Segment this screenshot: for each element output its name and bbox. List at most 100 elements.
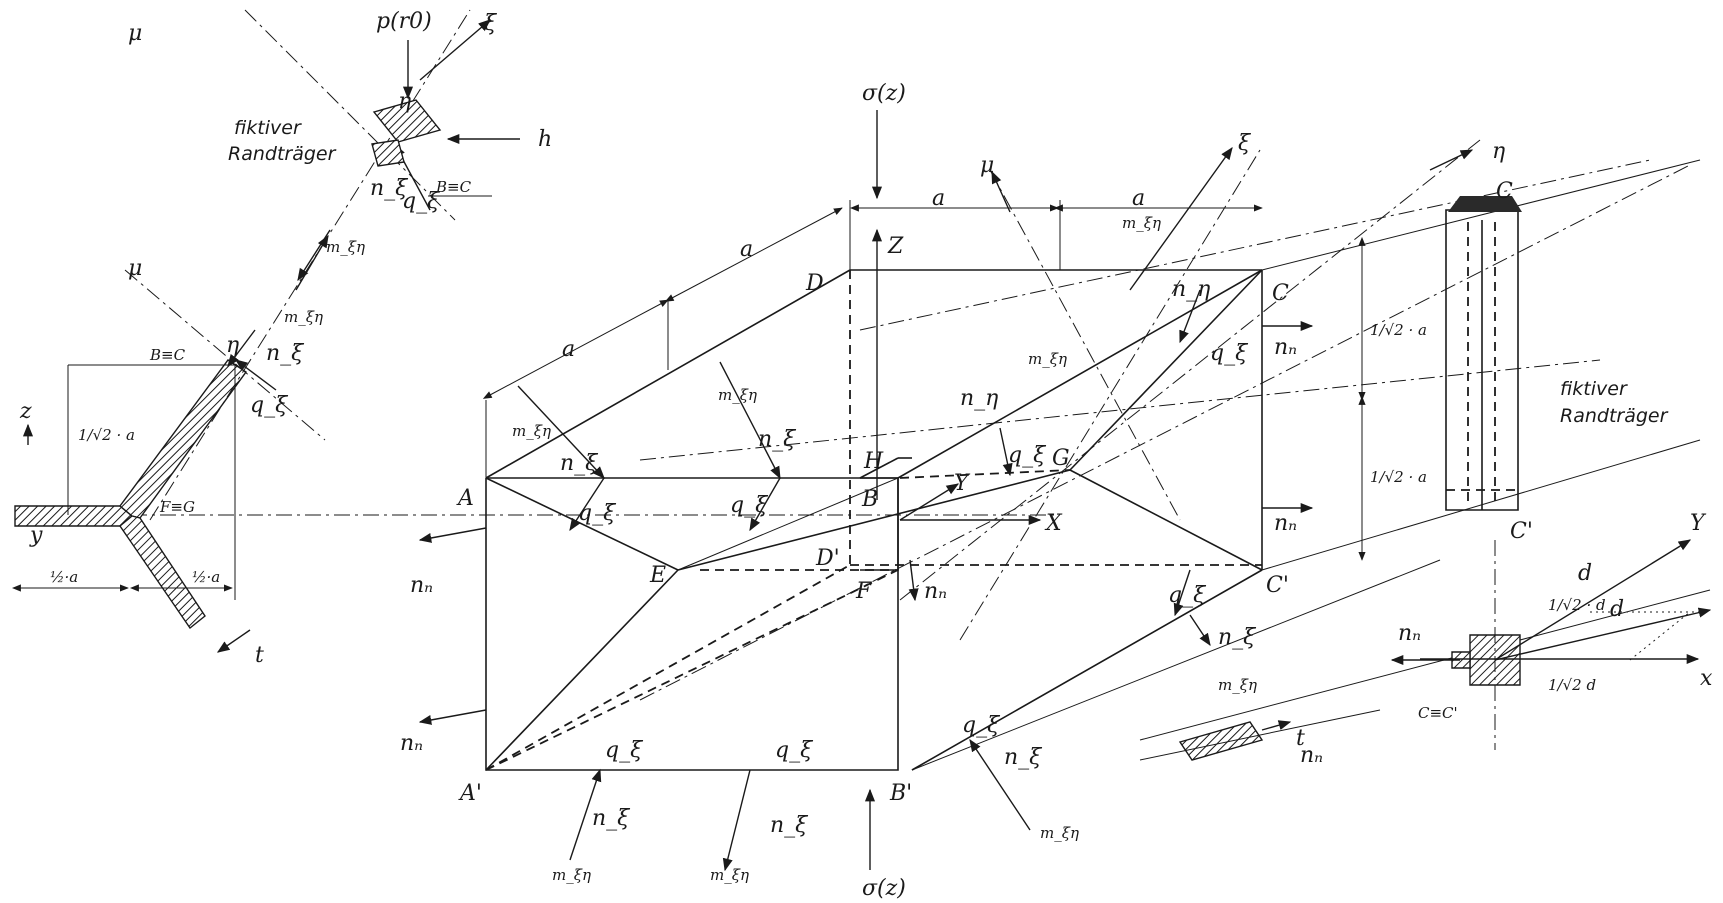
label-sigma-bottom: σ(z) — [862, 876, 906, 901]
axes — [15, 139, 1711, 771]
hidden-ridge-F-G — [899, 469, 1071, 479]
label-eta: η — [1492, 139, 1505, 164]
label-qxi-mid: q_ξ — [1008, 443, 1047, 468]
label-mu-section-top: μ — [128, 21, 142, 46]
label-X: X — [1044, 511, 1063, 536]
ridge-line — [677, 477, 899, 571]
label-a-slant-1: a — [740, 237, 753, 262]
roof-line-E-Aprime — [485, 569, 679, 771]
projection-line-1 — [1261, 159, 1701, 271]
label-p-r0: p(r0) — [376, 9, 432, 34]
roof-line-A-E — [485, 477, 679, 571]
label-nxi-top: n_ξ — [370, 176, 409, 201]
label-Z: Z — [887, 234, 904, 259]
label-c-eq-cprime: C≡C' — [1418, 704, 1458, 722]
beam-cap — [1448, 196, 1522, 212]
label-nn-left-2: nₙ — [400, 731, 423, 756]
box-dimensions — [482, 200, 1366, 561]
q-arrow-1 — [569, 477, 605, 532]
thin-plate-nn — [1261, 720, 1292, 731]
label-nxi-bottom-2: n_ξ — [770, 813, 809, 838]
label-nn-left-1: nₙ — [410, 573, 433, 598]
label-Cprime: C' — [1266, 573, 1289, 598]
q-arrow-bottom-1 — [569, 768, 602, 861]
fictive-beam-top — [372, 99, 442, 143]
label-y-small: y — [29, 523, 43, 548]
label-eta-box-2: n_η — [1172, 277, 1210, 302]
roof-line-E-G — [677, 469, 1071, 571]
label-Cprime-beam: C' — [1510, 519, 1533, 544]
section-axis-mu-1 — [124, 269, 326, 441]
fictive-beam-label-right-1: fiktiver — [1560, 378, 1628, 400]
q-arrow-front-right — [1173, 569, 1191, 617]
main-box — [485, 269, 1263, 771]
label-d-frac-bot: 1/√2 d — [1548, 676, 1596, 694]
centerline-2 — [639, 359, 1601, 461]
diagonal-Bprime-C — [911, 569, 1263, 771]
hidden-edge-Aprime-Dprime — [485, 564, 851, 771]
dim-a-slant-1 — [482, 299, 669, 399]
q-arrow-bottom-2 — [722, 769, 751, 872]
label-t: t — [255, 643, 264, 668]
label-z-small: z — [19, 399, 32, 424]
label-mu-section: μ — [128, 256, 142, 281]
label-xi-section: ξ — [484, 11, 498, 36]
label-inv-sqrt2-lower: 1/√2 · a — [1370, 468, 1427, 486]
label-m-bottom-3: m_ξη — [1040, 824, 1079, 842]
thin-plate-line — [1139, 709, 1381, 761]
xi-arrow — [1129, 146, 1233, 291]
label-Y: Y — [954, 471, 971, 496]
label-A: A — [456, 486, 474, 511]
label-qxi-section: q_ξ — [250, 393, 289, 418]
label-nxi-section: n_ξ — [266, 341, 305, 366]
labels: A B C D E F G H A' B' C' D' X Z Y η ξ μ … — [19, 9, 1713, 901]
label-nn-center: nₙ — [924, 579, 947, 604]
q-arrow-right — [1179, 289, 1201, 344]
projection-line-3 — [1139, 589, 1711, 741]
small-dot-2 — [1629, 611, 1691, 661]
roof-line-G-Cprime — [1069, 469, 1263, 571]
label-Dprime: D' — [815, 546, 840, 571]
y-axis-arrow — [899, 483, 960, 521]
label-m-1: m_ξη — [512, 422, 551, 440]
label-H: H — [863, 449, 884, 474]
label-qxi-bottom-2: q_ξ — [775, 738, 814, 763]
label-qxi-bottom-1: q_ξ — [605, 738, 644, 763]
label-nxi-bottom-3: n_ξ — [1004, 745, 1043, 770]
label-a-top-2: a — [1132, 186, 1145, 211]
label-h: h — [538, 127, 552, 152]
label-a-top-1: a — [932, 186, 945, 211]
label-eta-box: n_η — [960, 386, 998, 411]
diagonal-Aprime-F — [485, 569, 899, 771]
label-m-2: m_ξη — [718, 386, 757, 404]
label-m-bottom-1: m_ξη — [552, 866, 591, 884]
projection-line-4 — [911, 559, 1441, 771]
label-C-beam: C — [1496, 179, 1513, 204]
label-half-a-right: ½·a — [192, 568, 220, 586]
label-d-1: d — [1610, 597, 1624, 622]
label-mu: μ — [980, 153, 994, 178]
t-arrow — [216, 629, 251, 653]
n-xi-arrow-section — [227, 329, 256, 368]
label-x-small: x — [1700, 666, 1713, 691]
label-m-bottom-2: m_ξη — [710, 866, 749, 884]
label-b-eq-c-section: B≡C — [149, 346, 186, 364]
projection-line-2 — [1261, 439, 1701, 571]
label-f-eq-g: F≡G — [159, 498, 195, 516]
label-xi: ξ — [1238, 131, 1252, 156]
mu-axis — [989, 169, 1181, 521]
q-xi-arrow-section — [234, 359, 277, 391]
label-a-slant-2: a — [562, 337, 575, 362]
inner-box — [860, 477, 899, 571]
label-d-frac-top: 1/√2 · d — [1548, 596, 1606, 614]
eta-axis — [899, 139, 1481, 601]
label-qxi-bottom-3: q_ξ — [962, 713, 1001, 738]
fictive-beam-label-top-1: fiktiver — [234, 117, 302, 139]
small-section-wing — [1451, 651, 1471, 669]
label-Aprime: A' — [458, 781, 482, 806]
xi-axis — [959, 149, 1261, 641]
label-nxi-1: n_ξ — [560, 451, 599, 476]
m-arrow-1 — [517, 385, 605, 479]
label-B: B — [861, 487, 878, 512]
fictive-beam-label-top-2: Randträger — [228, 143, 337, 165]
